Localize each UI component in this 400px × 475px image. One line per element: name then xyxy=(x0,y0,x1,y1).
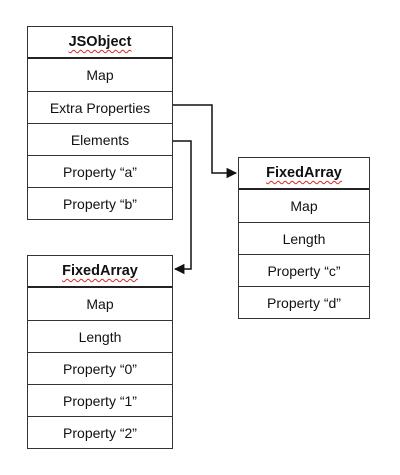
fixedarray-properties-box: FixedArray Map Length Property “c” Prope… xyxy=(238,157,370,319)
extra-properties-arrow xyxy=(173,104,238,179)
jsobject-map-row: Map xyxy=(86,67,114,83)
fixedarray-elements-map-row: Map xyxy=(86,296,114,312)
fixedarray-properties-map-row: Map xyxy=(290,198,318,214)
fixedarray-property-d-row: Property “d” xyxy=(239,286,369,318)
jsobject-property-b-row: Property “b” xyxy=(28,187,172,219)
fixedarray-property-c-row: Property “c” xyxy=(239,254,369,286)
fixedarray-properties-title: FixedArray xyxy=(239,158,369,190)
jsobject-title: JSObject xyxy=(28,27,172,59)
jsobject-box: JSObject Map Extra Properties Elements P… xyxy=(27,26,173,220)
elements-arrow xyxy=(173,140,192,275)
jsobject-elements-row: Elements xyxy=(28,123,172,155)
fixedarray-elements-box: FixedArray Map Length Property “0” Prope… xyxy=(27,255,173,449)
fixedarray-property-0-row: Property “0” xyxy=(28,352,172,384)
fixedarray-properties-length-row: Length xyxy=(239,222,369,254)
fixedarray-elements-length-row: Length xyxy=(28,320,172,352)
jsobject-property-a-row: Property “a” xyxy=(28,155,172,187)
fixedarray-property-1-row: Property “1” xyxy=(28,384,172,416)
fixedarray-property-2-row: Property “2” xyxy=(28,416,172,448)
jsobject-extra-properties-row: Extra Properties xyxy=(28,91,172,123)
fixedarray-elements-title: FixedArray xyxy=(28,256,172,288)
